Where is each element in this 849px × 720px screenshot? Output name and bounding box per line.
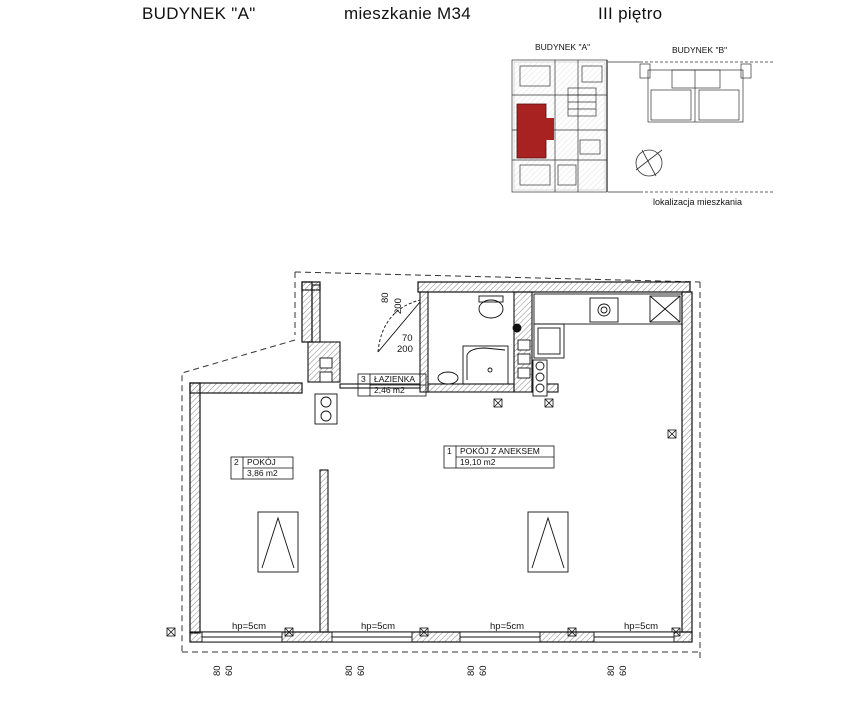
floor-title: III piętro [598,4,663,23]
riser-icon [512,323,522,333]
sink-icon [533,323,565,359]
room-2-name: POKÓJ [247,457,276,467]
room-1-number: 1 [447,446,452,456]
washbasin-icon [437,371,459,385]
room-3-number: 3 [361,374,366,384]
toilet-icon [478,299,504,319]
north-arrow-icon [635,149,663,177]
shower-tray-icon [462,345,509,385]
locator-building-b: BUDYNEK "B" [672,45,728,55]
room-2-number: 2 [234,457,239,467]
door-dim-height: 200 [393,298,404,314]
window-2-dim2: 60 [356,665,367,676]
locator-caption: lokalizacja mieszkania [653,197,743,207]
window-3-dim1: 80 [466,665,477,676]
window-3-dim2: 60 [478,665,489,676]
window-2-dim1: 80 [344,665,355,676]
window-4-dim1: 80 [606,665,617,676]
building-title: BUDYNEK "A" [142,4,256,23]
hob-icon [589,297,619,323]
room-2-area: 3,86 m2 [247,468,278,478]
outlet-markers [166,398,681,637]
window-1-dim2: 60 [224,665,235,676]
interior-walls [307,284,559,633]
room-3-name: ŁAZIENKA [374,374,416,384]
room-label-frames [230,373,555,480]
door-dim-width-2: 70 [402,333,413,344]
door-dim-width: 80 [380,292,391,303]
building-b-map [639,63,752,123]
window-1-label: hp=5cm [232,621,267,632]
apartment-title: mieszkanie M34 [344,4,472,23]
window-4-label: hp=5cm [624,621,659,632]
roof-windows [257,511,569,573]
apartment-highlight-annex [540,118,554,140]
door-dim-height-2: 200 [397,344,413,355]
entrance-door [377,299,421,353]
bathroom-fixtures [437,295,522,385]
windows-bottom [201,631,675,643]
kitchen-fixtures [533,293,683,359]
locator-map [511,59,775,193]
window-4-dim2: 60 [618,665,629,676]
room-1-name: POKÓJ Z ANEKSEM [460,446,540,456]
apartment-highlight [516,103,547,159]
window-3-label: hp=5cm [490,621,525,632]
window-1-dim1: 80 [212,665,223,676]
locator-building-a: BUDYNEK "A" [535,42,591,52]
room-1-area: 19,10 m2 [460,457,496,467]
building-dashed-outline [181,271,701,660]
room-3-area: 2,46 m2 [374,385,405,395]
window-2-label: hp=5cm [361,621,396,632]
ventilation-shafts [314,339,548,425]
